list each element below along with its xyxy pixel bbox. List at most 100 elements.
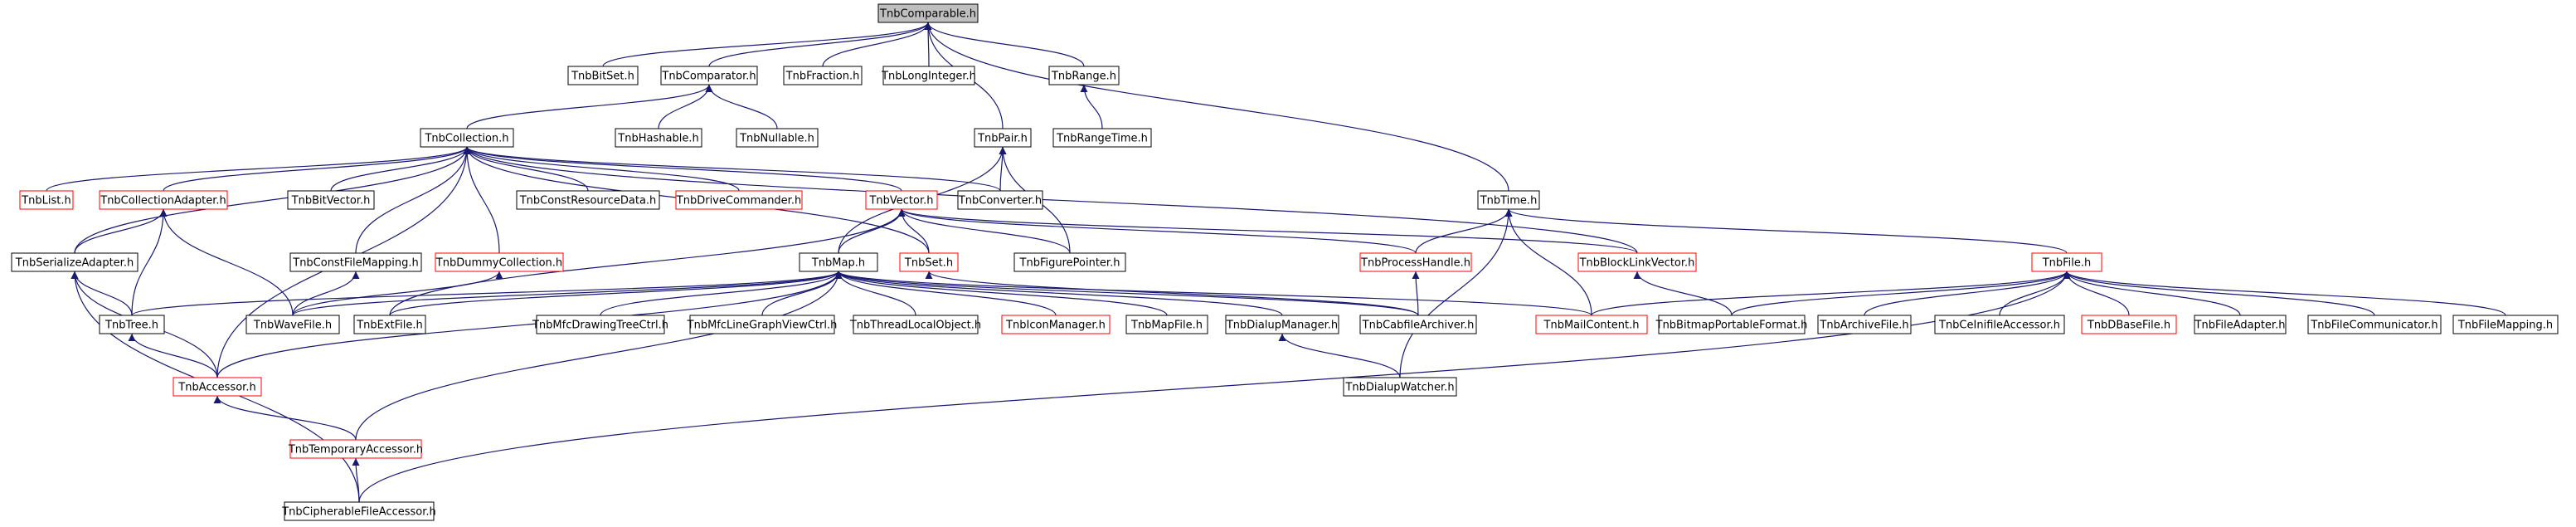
node-tnbdummycollection[interactable]: TnbDummyCollection.h [435,252,564,272]
edge-tnbtree-to-tnbserializeadapter [70,271,133,316]
node-tnbmfcdrawingtreectrl[interactable]: TnbMfcDrawingTreeCtrl.h [532,315,668,334]
node-tnbcollectionadapter[interactable]: TnbCollectionAdapter.h [99,190,228,210]
edge-tnbarchivefile-to-tnbfile [1864,271,2071,316]
node-tnbcollection[interactable]: TnbCollection.h [420,128,514,148]
node-tnblonginteger[interactable]: TnbLongInteger.h [881,66,976,85]
node-box [899,252,959,272]
node-tnbcomparable[interactable]: TnbComparable.h [877,3,979,23]
edge-tnbextfile-to-tnbmap [389,271,843,316]
node-box [516,190,660,210]
node-tnbprocesshandle[interactable]: TnbProcessHandle.h [1359,252,1472,272]
node-tnbbitvector[interactable]: TnbBitVector.h [287,190,375,210]
edge-tnbdialupwatcher-to-tnbdialupmanager [1278,333,1401,378]
node-box [420,128,514,148]
node-tnbfraction[interactable]: TnbFraction.h [783,66,863,85]
node-box [567,66,639,85]
node-tnbset[interactable]: TnbSet.h [899,252,959,272]
node-tnbceinifileaccessor[interactable]: TnbCeInifileAccessor.h [1934,315,2065,334]
node-tnbmailcontent[interactable]: TnbMailContent.h [1535,315,1648,334]
node-label: TnbWaveFile.h [253,320,332,332]
node-tnbdrivecommander[interactable]: TnbDriveCommander.h [675,190,803,210]
edge-tnbbitmapportableformat-to-tnbblocklinkvector [1633,271,1733,316]
node-label: TnbDialupWatcher.h [1344,382,1454,394]
edge-tnbrangetime-to-tnbrange [1080,84,1103,129]
node-box [287,190,375,210]
node-tnbconverter[interactable]: TnbConverter.h [957,190,1043,210]
node-tnbconstresourcedata[interactable]: TnbConstResourceData.h [516,190,660,210]
node-box [11,252,139,272]
node-tnbserializeadapter[interactable]: TnbSerializeAdapter.h [11,252,139,272]
node-label: TnbTemporaryAccessor.h [288,444,423,456]
edge-tnbceinifileaccessor-to-tnbfile [1999,271,2071,316]
edge-tnbtemporaryaccessor-to-tnbmap [355,271,843,441]
node-tnbtemporaryaccessor[interactable]: TnbTemporaryAccessor.h [288,439,423,459]
node-tnbtree[interactable]: TnbTree.h [99,315,165,334]
node-box [1477,190,1540,210]
node-tnbmap[interactable]: TnbMap.h [799,252,878,272]
node-tnbblocklinkvector[interactable]: TnbBlockLinkVector.h [1577,252,1697,272]
node-box [1225,315,1339,334]
edge-tnbaccessor-to-tnbmap [216,271,843,378]
edge-tnbcipherablefileaccessor-to-tnbtemporaryaccessor [352,457,360,503]
edge-tnbserializeadapter-to-tnbcollection [74,146,471,254]
node-tnbfilemapping[interactable]: TnbFileMapping.h [2452,315,2559,334]
node-box [675,190,803,210]
node-tnbdialupwatcher[interactable]: TnbDialupWatcher.h [1343,377,1457,397]
node-label: TnbTime.h [1480,195,1538,207]
node-label: TnbProcessHandle.h [1360,257,1470,270]
node-tnbbitmapportableformat[interactable]: TnbBitmapPortableFormat.h [1655,315,1808,334]
node-label: TnbMfcDrawingTreeCtrl.h [532,320,668,332]
node-box [2452,315,2559,334]
node-tnbbitset[interactable]: TnbBitSet.h [567,66,639,85]
node-tnbfigurepointer[interactable]: TnbFigurePointer.h [1013,252,1126,272]
node-tnbmapfile[interactable]: TnbMapFile.h [1125,315,1208,334]
edge-tnbbitset-to-tnbcomparable [602,22,932,67]
node-tnbvector[interactable]: TnbVector.h [865,190,938,210]
node-label: TnbFileMapping.h [2457,320,2553,332]
node-box [245,315,340,334]
node-tnbdialupmanager[interactable]: TnbDialupManager.h [1225,315,1339,334]
node-tnbfile[interactable]: TnbFile.h [2031,252,2102,272]
edge-tnbblocklinkvector-to-tnbcollection [463,146,1638,254]
node-tnbarchivefile[interactable]: TnbArchiveFile.h [1817,315,1912,334]
node-tnbmfclinegraphviewctrl[interactable]: TnbMfcLineGraphViewCtrl.h [687,315,838,334]
node-tnbcabfilearchiver[interactable]: TnbCabfileArchiver.h [1359,315,1477,334]
node-label: TnbFileCommunicator.h [2310,320,2437,332]
node-tnbrange[interactable]: TnbRange.h [1048,66,1120,85]
edge-tnbbitvector-to-tnbcollection [330,146,471,192]
node-tnbextfile[interactable]: TnbExtFile.h [353,315,426,334]
node-tnbrangetime[interactable]: TnbRangeTime.h [1052,128,1152,148]
node-label: TnbBitSet.h [571,71,634,83]
node-tnbconstfilemapping[interactable]: TnbConstFileMapping.h [289,252,422,272]
node-label: TnbConverter.h [958,195,1042,207]
node-tnblist[interactable]: TnbList.h [19,190,74,210]
node-tnbhashable[interactable]: TnbHashable.h [615,128,702,148]
edge-tnbcomparator-to-tnbcomparable [708,22,932,67]
node-tnbdbasefile[interactable]: TnbDBaseFile.h [2081,315,2177,334]
node-tnbfileadapter[interactable]: TnbFileAdapter.h [2194,315,2287,334]
edge-tnbdialupwatcher-to-tnbtime [1399,208,1513,378]
node-label: TnbRangeTime.h [1056,133,1148,145]
node-tnbiconmanager[interactable]: TnbIconManager.h [1001,315,1111,334]
node-box [865,190,938,210]
node-tnbthreadlocalobject[interactable]: TnbThreadLocalObject.h [849,315,981,334]
node-tnbpair[interactable]: TnbPair.h [974,128,1032,148]
node-label: TnbPair.h [977,133,1028,145]
node-tnbaccessor[interactable]: TnbAccessor.h [173,377,262,397]
node-box [882,66,975,85]
node-tnbcomparator[interactable]: TnbComparator.h [660,66,758,85]
node-tnbnullable[interactable]: TnbNullable.h [736,128,819,148]
node-box [783,66,863,85]
edge-tnbcabfilearchiver-to-tnbset [925,271,1419,316]
node-box [99,315,165,334]
node-tnbwavefile[interactable]: TnbWaveFile.h [245,315,340,334]
node-box [536,315,665,334]
node-box [2307,315,2442,334]
node-label: TnbMfcLineGraphViewCtrl.h [687,320,838,332]
edge-tnbbitmapportableformat-to-tnbfile [1731,271,2071,316]
node-tnbtime[interactable]: TnbTime.h [1477,190,1540,210]
node-tnbfilecommunicator[interactable]: TnbFileCommunicator.h [2307,315,2442,334]
node-tnbcipherablefileaccessor[interactable]: TnbCipherableFileAccessor.h [281,501,436,521]
node-box [19,190,74,210]
node-box [1048,66,1120,85]
